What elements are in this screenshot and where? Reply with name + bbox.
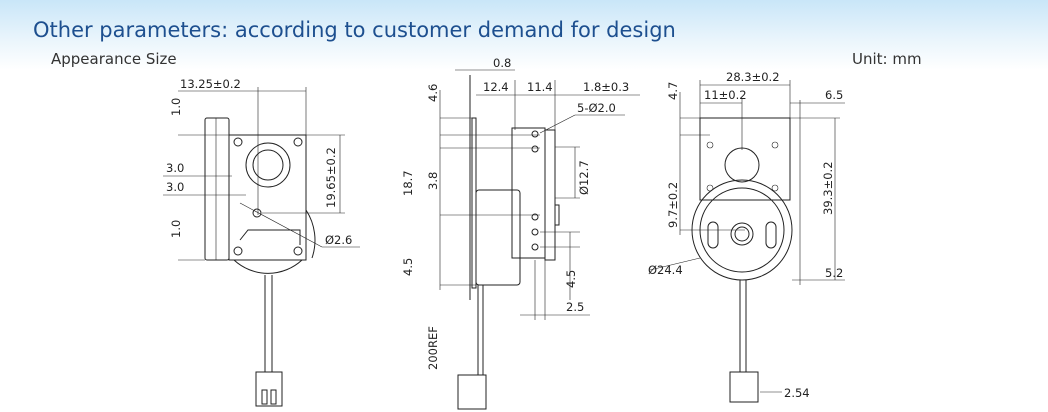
dim-label: 39.3±0.2 [821, 161, 835, 215]
screw-icon [233, 137, 303, 256]
side-view: 0.8 12.4 11.4 1.8±0.3 4.6 5-Ø2.0 18.7 3.… [401, 56, 640, 410]
dim-label: Ø24.4 [648, 263, 683, 277]
dim-label: 2.5 [566, 300, 584, 314]
front-view: 13.25±0.2 1.0 3.0 3.0 1.0 19.65±0.2 Ø2.6 [163, 77, 360, 407]
dim-label: 4.5 [401, 258, 415, 276]
page-title: Other parameters: according to customer … [33, 18, 676, 42]
dim-label: 4.6 [426, 84, 440, 102]
dim-label: 1.0 [169, 220, 183, 238]
dim-label: 3.8 [426, 172, 440, 190]
dim-label: 6.5 [825, 88, 843, 102]
dim-label: 5.2 [825, 266, 843, 280]
dim-label: Ø12.7 [577, 160, 591, 195]
dim-label: 3.0 [166, 180, 184, 194]
dim-label: 19.65±0.2 [324, 147, 338, 208]
dim-label: 1.0 [169, 98, 183, 116]
dim-label: 0.8 [493, 56, 511, 70]
dim-label: 11±0.2 [704, 88, 747, 102]
dim-label: 11.4 [527, 80, 553, 94]
dim-label: 3.0 [166, 161, 184, 175]
dim-label: 200REF [426, 326, 440, 370]
dim-label: 18.7 [401, 170, 415, 196]
dim-label: 13.25±0.2 [180, 77, 241, 91]
dim-label: 5-Ø2.0 [577, 101, 616, 115]
dim-label: 28.3±0.2 [726, 70, 780, 84]
unit-label: Unit: mm [852, 50, 922, 68]
dim-label: 1.8±0.3 [583, 80, 629, 94]
dim-label: 4.7 [666, 82, 680, 100]
screw-icon [706, 141, 779, 192]
dim-label: 2.54 [784, 386, 810, 400]
dim-label: 12.4 [483, 80, 509, 94]
dim-label: 4.5 [564, 270, 578, 288]
dim-label: 9.7±0.2 [666, 182, 680, 228]
dim-label: Ø2.6 [325, 233, 352, 247]
section-subtitle: Appearance Size [51, 50, 177, 68]
rear-view: 28.3±0.2 11±0.2 4.7 6.5 39.3±0.2 9.7±0.2… [648, 70, 845, 403]
